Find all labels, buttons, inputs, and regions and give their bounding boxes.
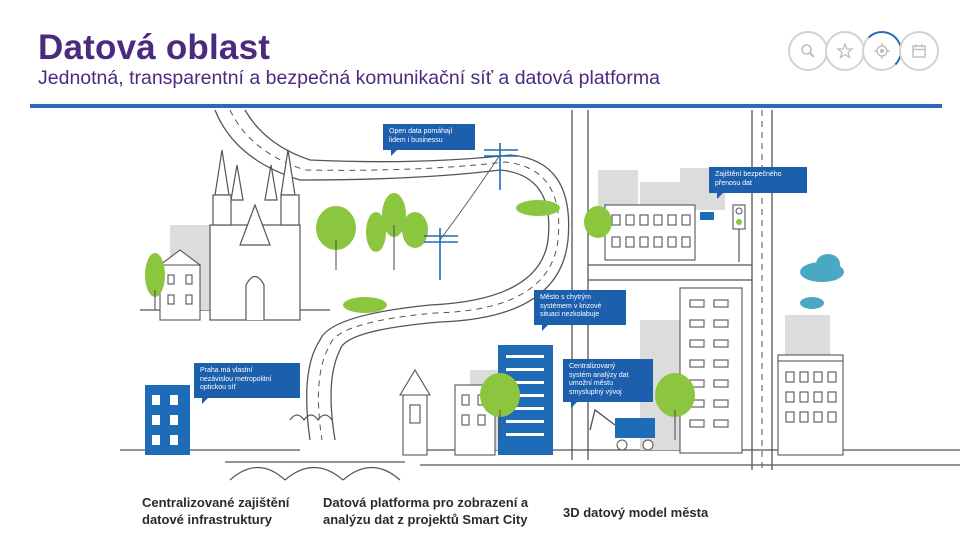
callout-smart-city: Město s chytrým systémem v krizové situa… bbox=[534, 290, 626, 330]
search-button[interactable] bbox=[788, 31, 828, 71]
header-divider bbox=[30, 104, 942, 108]
slide-navigation bbox=[788, 31, 939, 71]
caption-3d-model: 3D datový model města bbox=[563, 505, 709, 520]
callout-open-data: Open data pomáhají lidem i businessu bbox=[383, 124, 475, 156]
calendar-icon bbox=[912, 44, 926, 58]
calendar-button[interactable] bbox=[899, 31, 939, 71]
callout-security: Zajištění bezpečného přenosu dat bbox=[709, 167, 807, 199]
magnifier-icon bbox=[801, 44, 815, 58]
target-icon bbox=[874, 43, 890, 59]
callout-optical-network: Praha má vlastní nezávislou metropolitní… bbox=[194, 363, 300, 403]
caption-infrastructure: Centralizované zajištění datové infrastr… bbox=[142, 495, 290, 527]
page-subtitle: Jednotná, transparentní a bezpečná komun… bbox=[38, 67, 660, 89]
page-title: Datová oblast bbox=[38, 28, 271, 67]
callout-analytics: Centralizovaný systém analýzy dat umožní… bbox=[563, 359, 653, 408]
caption-data-platform: Datová platforma pro zobrazení a analýzu… bbox=[323, 495, 529, 527]
favorite-button[interactable] bbox=[825, 31, 865, 71]
target-button[interactable] bbox=[862, 31, 902, 71]
star-icon bbox=[836, 42, 854, 60]
city-illustration bbox=[120, 109, 960, 481]
